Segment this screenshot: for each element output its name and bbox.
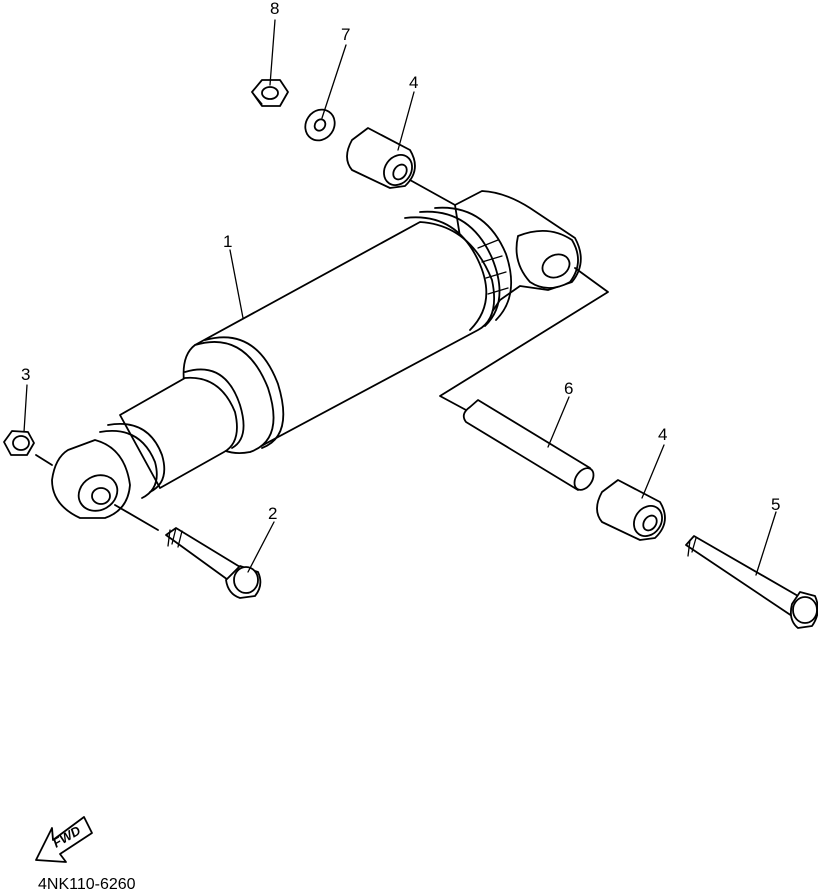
callout-4-lower: 4 (658, 425, 667, 444)
assembly-lines (35, 179, 609, 531)
leader-lines (23, 19, 777, 576)
washer-7 (304, 108, 336, 142)
callout-3: 3 (21, 365, 30, 384)
collar-6 (462, 399, 595, 491)
callout-6: 6 (564, 379, 573, 398)
forward-arrow-icon: FWD (35, 816, 93, 863)
callout-4-upper: 4 (409, 73, 418, 92)
bolt-5 (685, 535, 818, 629)
callout-2: 2 (268, 504, 277, 523)
bolt-2 (165, 527, 262, 599)
nut-3 (3, 430, 35, 456)
part-code: 4NK110-6260 (38, 876, 136, 890)
callout-7: 7 (341, 25, 350, 44)
callout-1: 1 (223, 232, 232, 251)
callout-8: 8 (270, 0, 279, 18)
nut-8 (251, 79, 289, 107)
bushing-4-lower (596, 479, 666, 541)
shock-absorber (51, 190, 582, 519)
callout-5: 5 (771, 495, 780, 514)
bushing-4-upper (346, 127, 416, 189)
